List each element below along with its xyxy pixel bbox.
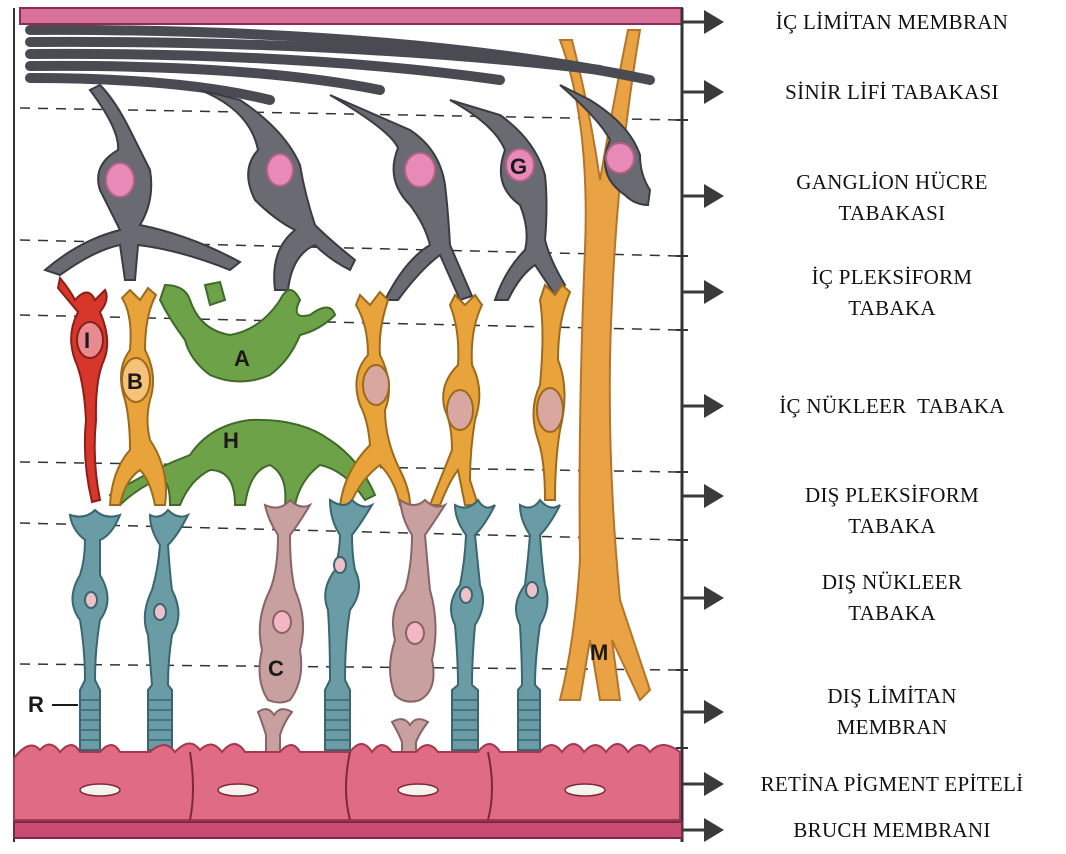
label-line: TABAKASI — [722, 198, 1062, 229]
letter-cone: C — [268, 656, 284, 681]
label-dis-pleksiform-tabaka: DIŞ PLEKSİFORM TABAKA — [722, 480, 1062, 542]
label-line: RETİNA PİGMENT EPİTELİ — [722, 769, 1062, 800]
label-line: TABAKA — [722, 293, 1062, 324]
label-line: BRUCH MEMBRANI — [722, 815, 1062, 846]
label-line: İÇ LİMİTAN MEMBRAN — [722, 7, 1062, 38]
letter-muller: M — [590, 640, 608, 665]
layer-arrows — [682, 10, 724, 842]
label-dis-limitan-membran: DIŞ LİMİTAN MEMBRAN — [722, 681, 1062, 743]
label-line: DIŞ PLEKSİFORM — [722, 480, 1062, 511]
label-line: MEMBRAN — [722, 712, 1062, 743]
letter-bipolar: B — [127, 369, 143, 394]
label-retina-pigment-epiteli: RETİNA PİGMENT EPİTELİ — [722, 769, 1062, 800]
label-line: TABAKA — [722, 598, 1062, 629]
letter-interplexiform: I — [84, 328, 90, 353]
label-line: DIŞ LİMİTAN — [722, 681, 1062, 712]
label-ic-limitan-membran: İÇ LİMİTAN MEMBRAN — [722, 7, 1062, 38]
label-line: DIŞ NÜKLEER — [722, 567, 1062, 598]
label-line: İÇ NÜKLEER TABAKA — [722, 391, 1062, 422]
label-ic-nukleer-tabaka: İÇ NÜKLEER TABAKA — [722, 391, 1062, 422]
letter-rod: R — [28, 692, 44, 717]
label-sinir-lifi-tabakasi: SİNİR LİFİ TABAKASI — [722, 77, 1062, 108]
label-line: GANGLİON HÜCRE — [722, 167, 1062, 198]
nerve-fibers — [30, 30, 650, 100]
inner-limiting-membrane — [20, 8, 682, 24]
retinal-pigment-epithelium — [14, 743, 680, 820]
letter-ganglion: G — [510, 154, 527, 179]
interplexiform-cell — [58, 278, 107, 502]
label-line: TABAKA — [722, 511, 1062, 542]
label-ic-pleksiform-tabaka: İÇ PLEKSİFORM TABAKA — [722, 262, 1062, 324]
ganglion-cells — [45, 85, 650, 300]
label-bruch-membrani: BRUCH MEMBRANI — [722, 815, 1062, 846]
label-dis-nukleer-tabaka: DIŞ NÜKLEER TABAKA — [722, 567, 1062, 629]
letter-horizontal: H — [223, 428, 239, 453]
label-line: İÇ PLEKSİFORM — [722, 262, 1062, 293]
bruch-membrane — [14, 822, 682, 838]
rod-cells — [70, 500, 560, 750]
label-line: SİNİR LİFİ TABAKASI — [722, 77, 1062, 108]
letter-amacrine: A — [234, 346, 250, 371]
label-ganglion-hucre-tabakasi: GANGLİON HÜCRE TABAKASI — [722, 167, 1062, 229]
